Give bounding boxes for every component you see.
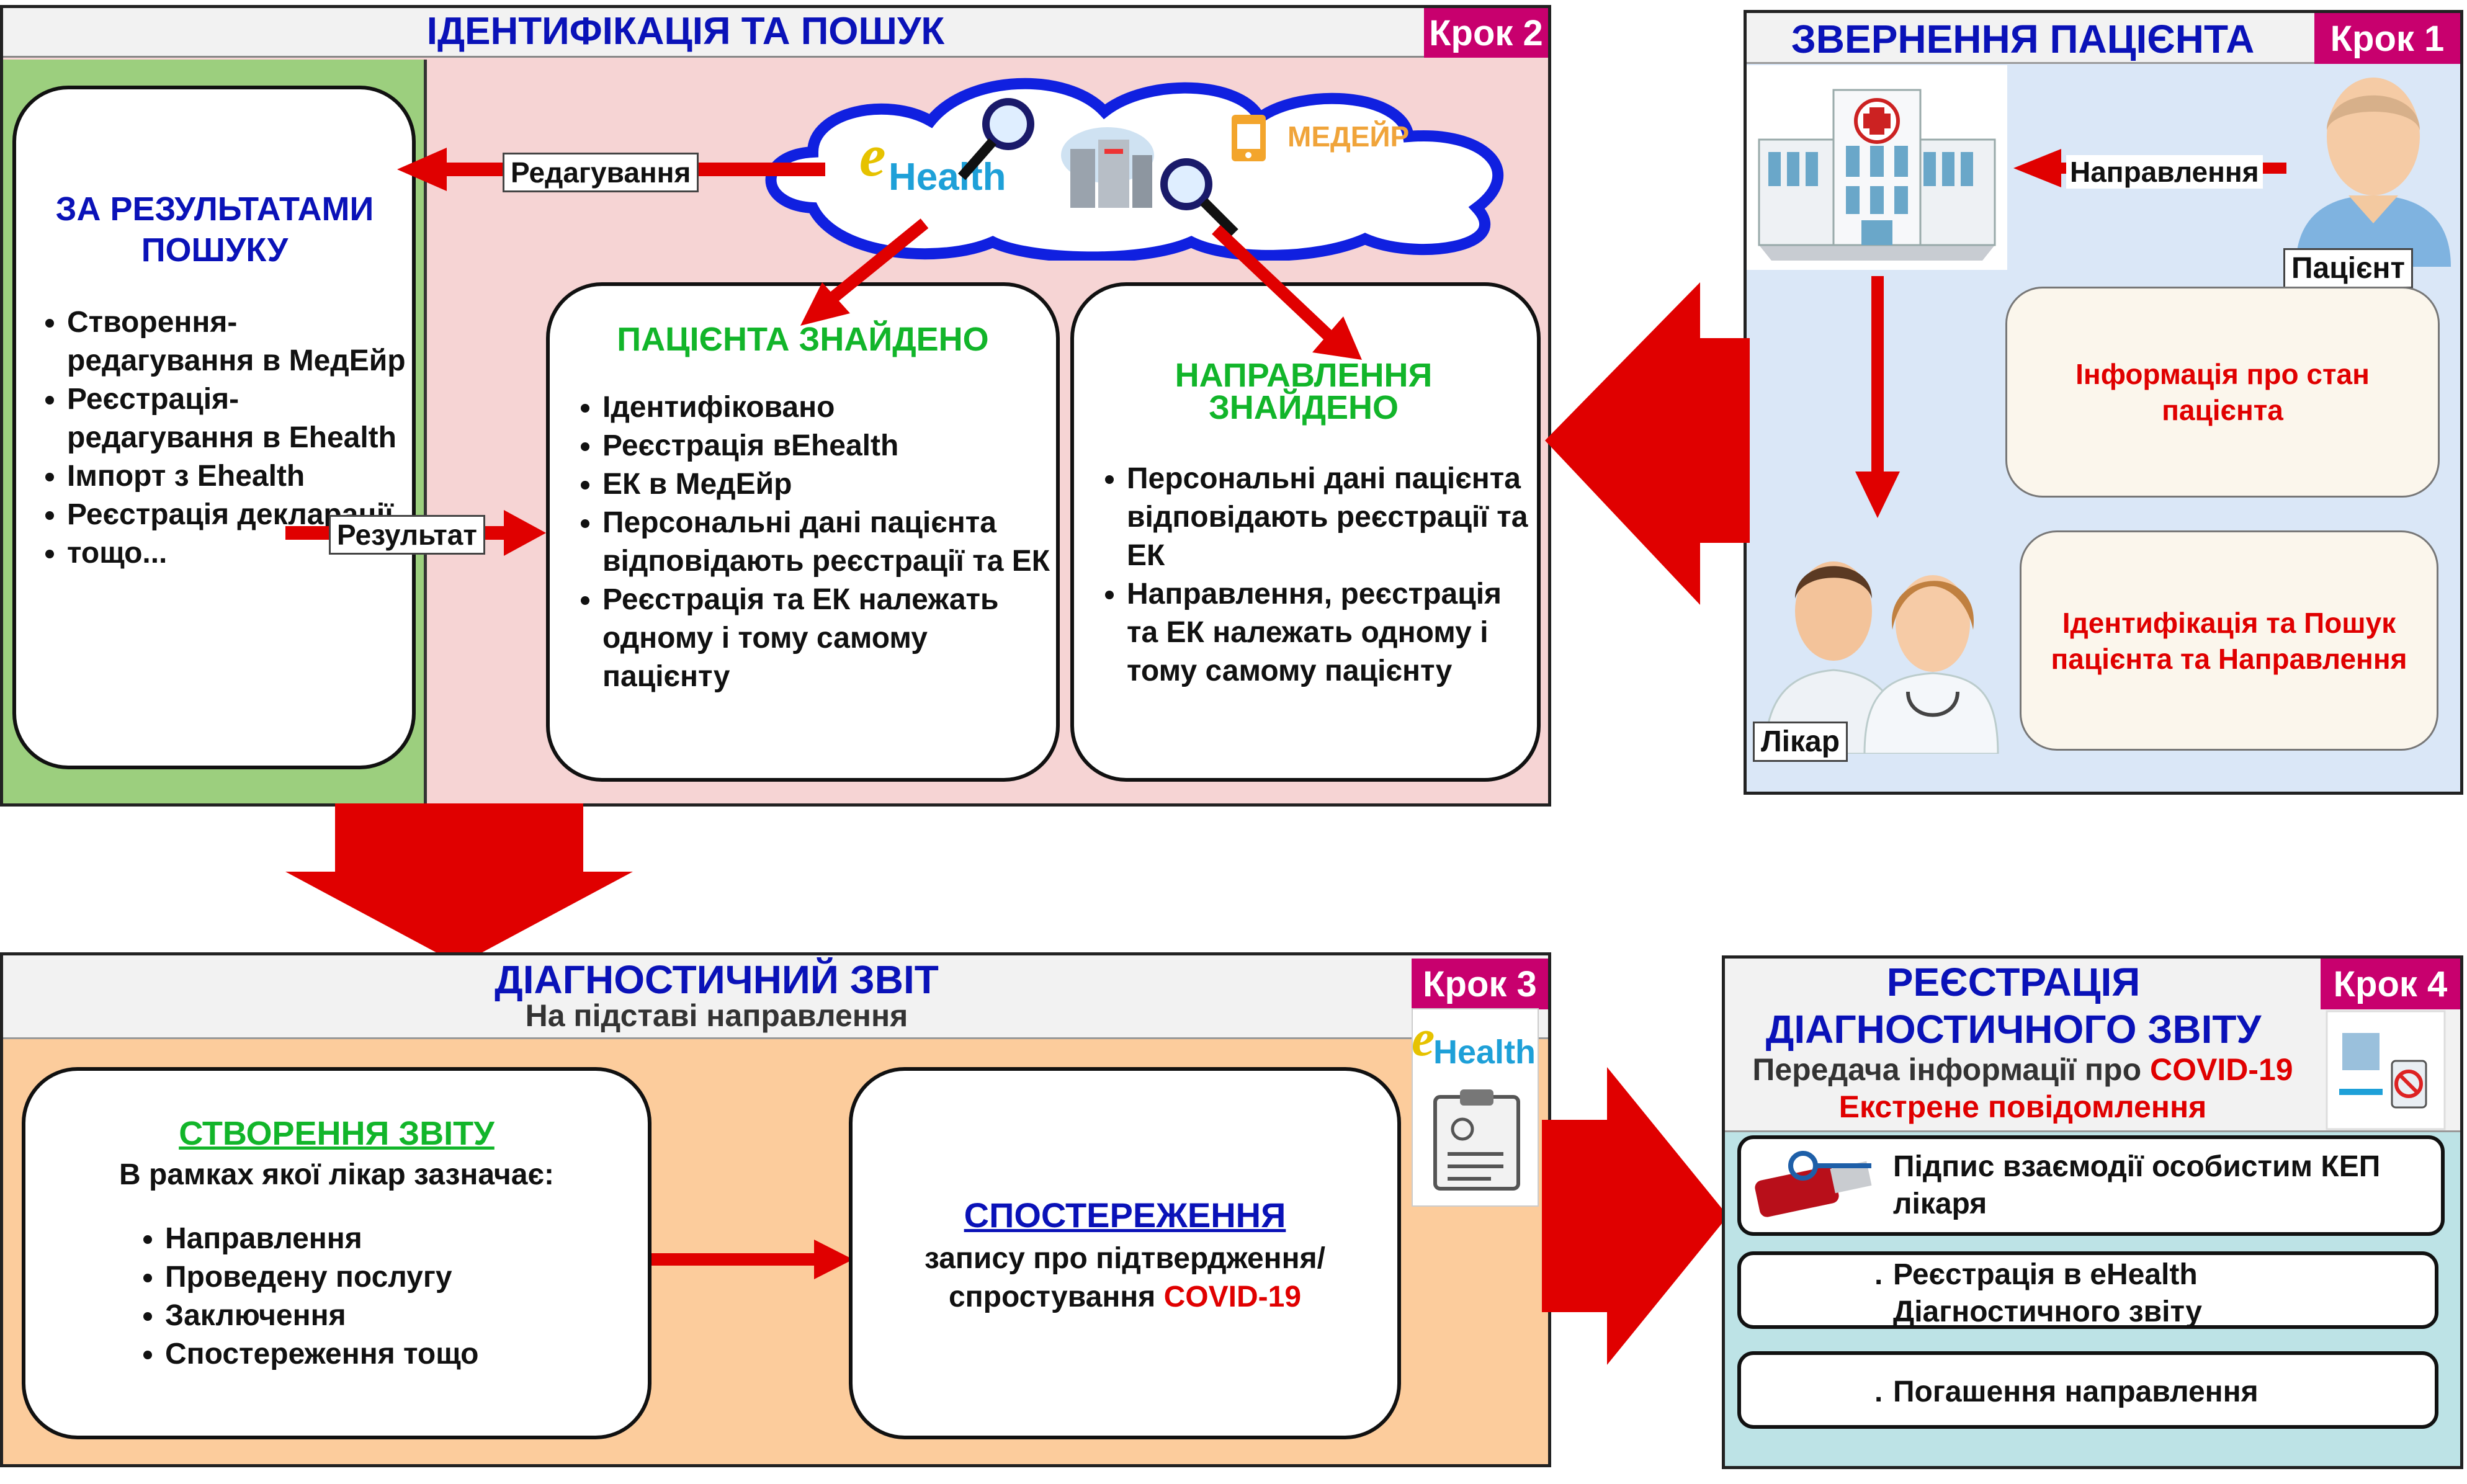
search-results-list: Створення-редагування в МедЕйр Реєстраці…: [16, 303, 413, 573]
list-item: Персональні дані пацієнта відповідають р…: [1127, 460, 1536, 575]
list-item: Ідентифіковано: [602, 388, 1052, 427]
cancellation-box: . Погашення направлення: [1737, 1351, 2438, 1429]
step2-title-bar: [3, 8, 1548, 58]
edit-label: Редагування: [503, 153, 699, 192]
patient-info-box: Інформація про стан пацієнта: [2005, 287, 2440, 498]
cancellation-text: Погашення направлення: [1893, 1375, 2259, 1408]
step3-badge: Крок 3: [1412, 959, 1548, 1009]
list-item: Направлення: [165, 1220, 621, 1258]
covid-text: COVID-19: [1163, 1281, 1302, 1313]
patient-found-title: ПАЦІЄНТА ЗНАЙДЕНО: [617, 321, 989, 358]
observation-box: СПОСТЕРЕЖЕННЯ запису про підтвердження/ …: [849, 1067, 1401, 1439]
search-results-title: ЗА РЕЗУЛЬТАТАМИ ПОШУКУ: [55, 190, 374, 269]
medair-logo-icon: [1232, 115, 1266, 161]
list-item: тощо...: [67, 534, 413, 573]
list-item: Направлення, реєстрація та ЕК належать о…: [1127, 575, 1536, 691]
list-item: Персональні дані пацієнта відповідають р…: [602, 504, 1052, 581]
magnifier-icon: [957, 98, 1034, 181]
cancellation-dot: .: [1874, 1375, 1883, 1408]
list-item: Реєстрація-редагування в Ehealth: [67, 380, 413, 457]
server-icon: [1061, 127, 1154, 208]
signature-text: Підпис взаємодії особистим КЕП лікаря: [1893, 1150, 2381, 1220]
step1-title: ЗВЕРНЕННЯ ПАЦІЄНТА: [1791, 17, 2255, 61]
observation-title: СПОСТЕРЕЖЕННЯ: [964, 1196, 1286, 1235]
list-item: ЕК в МедЕйр: [602, 465, 1052, 504]
referral-found-list: Персональні дані пацієнта відповідають р…: [1074, 460, 1536, 691]
step3-ehealth-text: Health: [1433, 1034, 1536, 1071]
ehealth-logo-cloud: e: [859, 121, 886, 190]
referral-found-box: НАПРАВЛЕННЯ ЗНАЙДЕНО Персональні дані па…: [1070, 282, 1541, 782]
result-label: Результат: [329, 515, 485, 555]
hospital-icon: [1747, 65, 2007, 270]
patient-found-box: ПАЦІЄНТА ЗНАЙДЕНО Ідентифіковано Реєстра…: [546, 282, 1060, 782]
referral-arrow-label: Направлення: [2066, 155, 2263, 189]
create-report-list: Направлення Проведену послугу Заключення…: [112, 1220, 621, 1374]
step4-title: РЕЄСТРАЦІЯ ДІАГНОСТИЧНОГО ЗВІТУ: [1765, 960, 2262, 1052]
registration-box: . Реєстрація в eHealth Діагностичного зв…: [1737, 1251, 2438, 1329]
search-results-box: ЗА РЕЗУЛЬТАТАМИ ПОШУКУ Створення-редагув…: [12, 86, 416, 769]
big-arrow-right: [1542, 1067, 1728, 1365]
patient-found-list: Ідентифіковано Реєстрація вEhealth ЕК в …: [550, 388, 1052, 696]
step4-badge: Крок 4: [2321, 959, 2460, 1009]
list-item: Реєстрація вEhealth: [602, 427, 1052, 465]
create-report-box: СТВОРЕННЯ ЗВІТУ В рамках якої лікар зазн…: [22, 1067, 651, 1439]
magnifier-icon: [1160, 158, 1238, 236]
step3-ehealth-e: e: [1412, 1009, 1435, 1067]
step4-line1-wrap: Передача інформації про COVID-19: [1725, 1052, 2321, 1088]
step2-badge: Крок 2: [1424, 8, 1548, 58]
signature-box: Підпис взаємодії особистим КЕП лікаря: [1737, 1135, 2445, 1236]
identification-box: Ідентифікація та Пошук пацієнта та Напра…: [2020, 530, 2438, 751]
referral-found-title: НАПРАВЛЕННЯ ЗНАЙДЕНО: [1175, 357, 1433, 426]
registration-text: Реєстрація в eHealth Діагностичного звіт…: [1893, 1258, 2202, 1328]
ehealth-logo-cloud-text: Health: [889, 156, 1006, 199]
step4-line1: Передача інформації про: [1752, 1052, 2150, 1087]
list-item: Спостереження тощо: [165, 1335, 621, 1374]
list-item: Заключення: [165, 1297, 621, 1335]
list-item: Створення-редагування в МедЕйр: [67, 303, 413, 380]
report-to-observation-arrow: [651, 1240, 853, 1279]
step4-covid: COVID-19: [2150, 1052, 2293, 1087]
step3-title-bar: [3, 955, 1548, 1039]
list-item: Реєстрація та ЕК належать одному і тому …: [602, 581, 1052, 696]
observation-line2: спростування: [948, 1281, 1164, 1313]
create-report-title: СТВОРЕННЯ ЗВІТУ: [179, 1115, 495, 1152]
list-item: Імпорт з Ehealth: [67, 457, 413, 496]
registration-dot: .: [1874, 1258, 1883, 1291]
ehealth-e: e: [859, 122, 886, 189]
doctors-icon: [1764, 561, 1999, 754]
step2-title: ІДЕНТИФІКАЦІЯ ТА ПОШУК: [426, 10, 945, 53]
create-report-subtitle: В рамках якої лікар зазначає:: [119, 1158, 554, 1191]
usb-key-icon: [1755, 1151, 1872, 1217]
doctor-label: Лікар: [1753, 722, 1848, 762]
observation-line2-wrap: спростування COVID-19: [853, 1280, 1397, 1314]
big-arrow-down: [285, 803, 633, 965]
step4-line2: Екстрене повідомлення: [1838, 1089, 2207, 1124]
step4-logo-icon: [2326, 1010, 2446, 1130]
medair-logo-text: МЕДЕЙР: [1287, 120, 1410, 153]
clipboard-icon: [1433, 1089, 1520, 1191]
observation-line1: запису про підтвердження/: [924, 1242, 1325, 1275]
step1-badge: Крок 1: [2314, 13, 2460, 64]
step3-subtitle: На підставі направлення: [525, 998, 908, 1033]
list-item: Проведену послугу: [165, 1258, 621, 1297]
patient-label: Пацієнт: [2283, 248, 2414, 288]
step3-title: ДІАГНОСТИЧНИЙ ЗВІТ: [495, 957, 939, 1002]
big-arrow-left: [1545, 282, 1750, 605]
